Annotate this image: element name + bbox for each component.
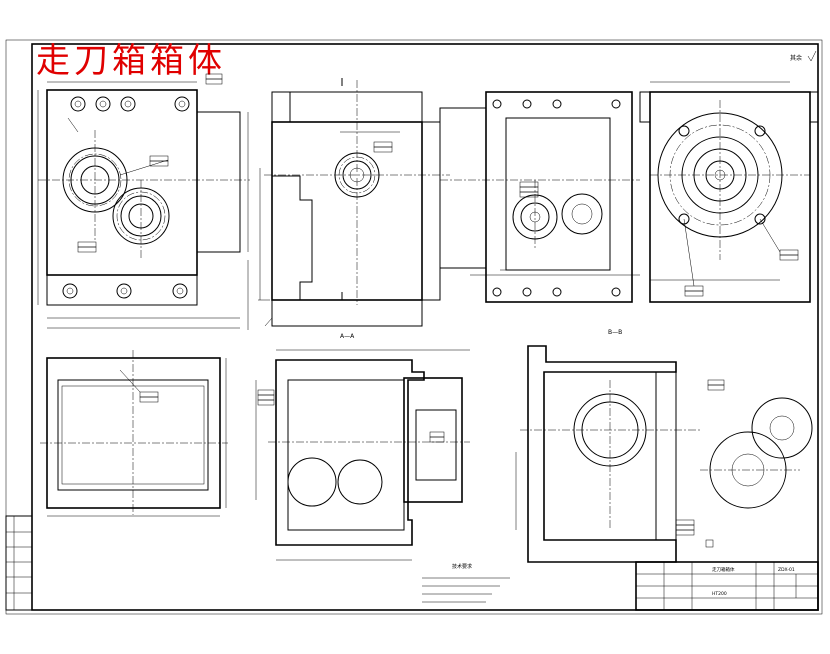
drawing-title: 走刀箱箱体 [36,41,226,81]
roughness-note-text: 其余 [790,54,802,62]
technical-notes: 技术要求 [422,563,510,603]
section-b-b-label: B—B [608,329,622,336]
section-a-a: A—A [255,333,470,561]
section-b-b: B—B [515,329,813,563]
rear-view [439,91,640,303]
side-view [258,78,450,327]
section-a-a-label: A—A [340,333,355,340]
outer-border [5,39,823,615]
end-view [639,81,819,303]
roughness-note: 其余 [790,50,817,62]
title-block-drawing-no: ZDX-01 [778,567,795,573]
left-margin-table [5,515,33,611]
title-block: 走刀箱箱体 HT200 ZDX-01 [635,561,819,611]
title-block-material: HT200 [712,591,727,597]
front-view [37,73,250,330]
title-block-part-name: 走刀箱箱体 [712,566,735,573]
bottom-plate-view [40,350,228,517]
tech-notes-heading: 技术要求 [452,563,472,570]
inner-frame [31,43,819,611]
